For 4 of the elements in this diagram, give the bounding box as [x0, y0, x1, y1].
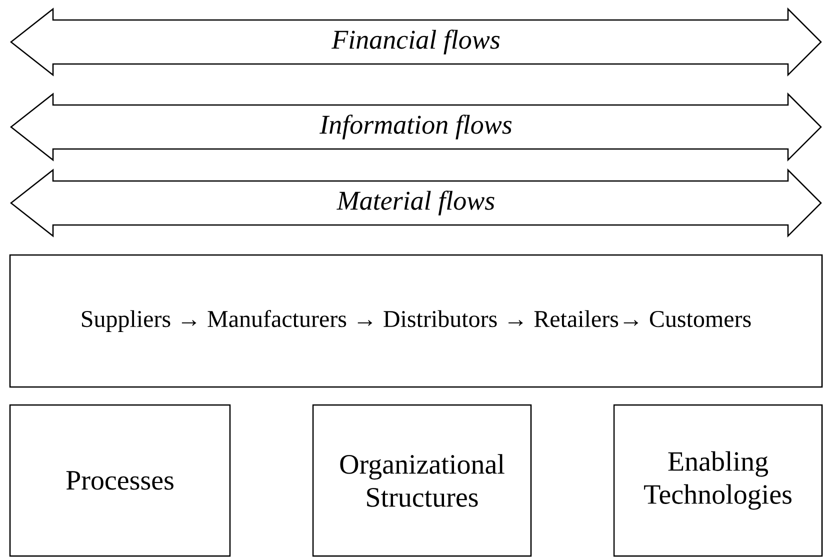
text-box: Suppliers → Manufacturers → Distributors → Retailers→ Customers	[9, 254, 823, 388]
text-box: Processes	[9, 404, 231, 557]
text-box: Organizational Structures	[312, 404, 532, 557]
text-box: Enabling Technologies	[613, 404, 823, 557]
